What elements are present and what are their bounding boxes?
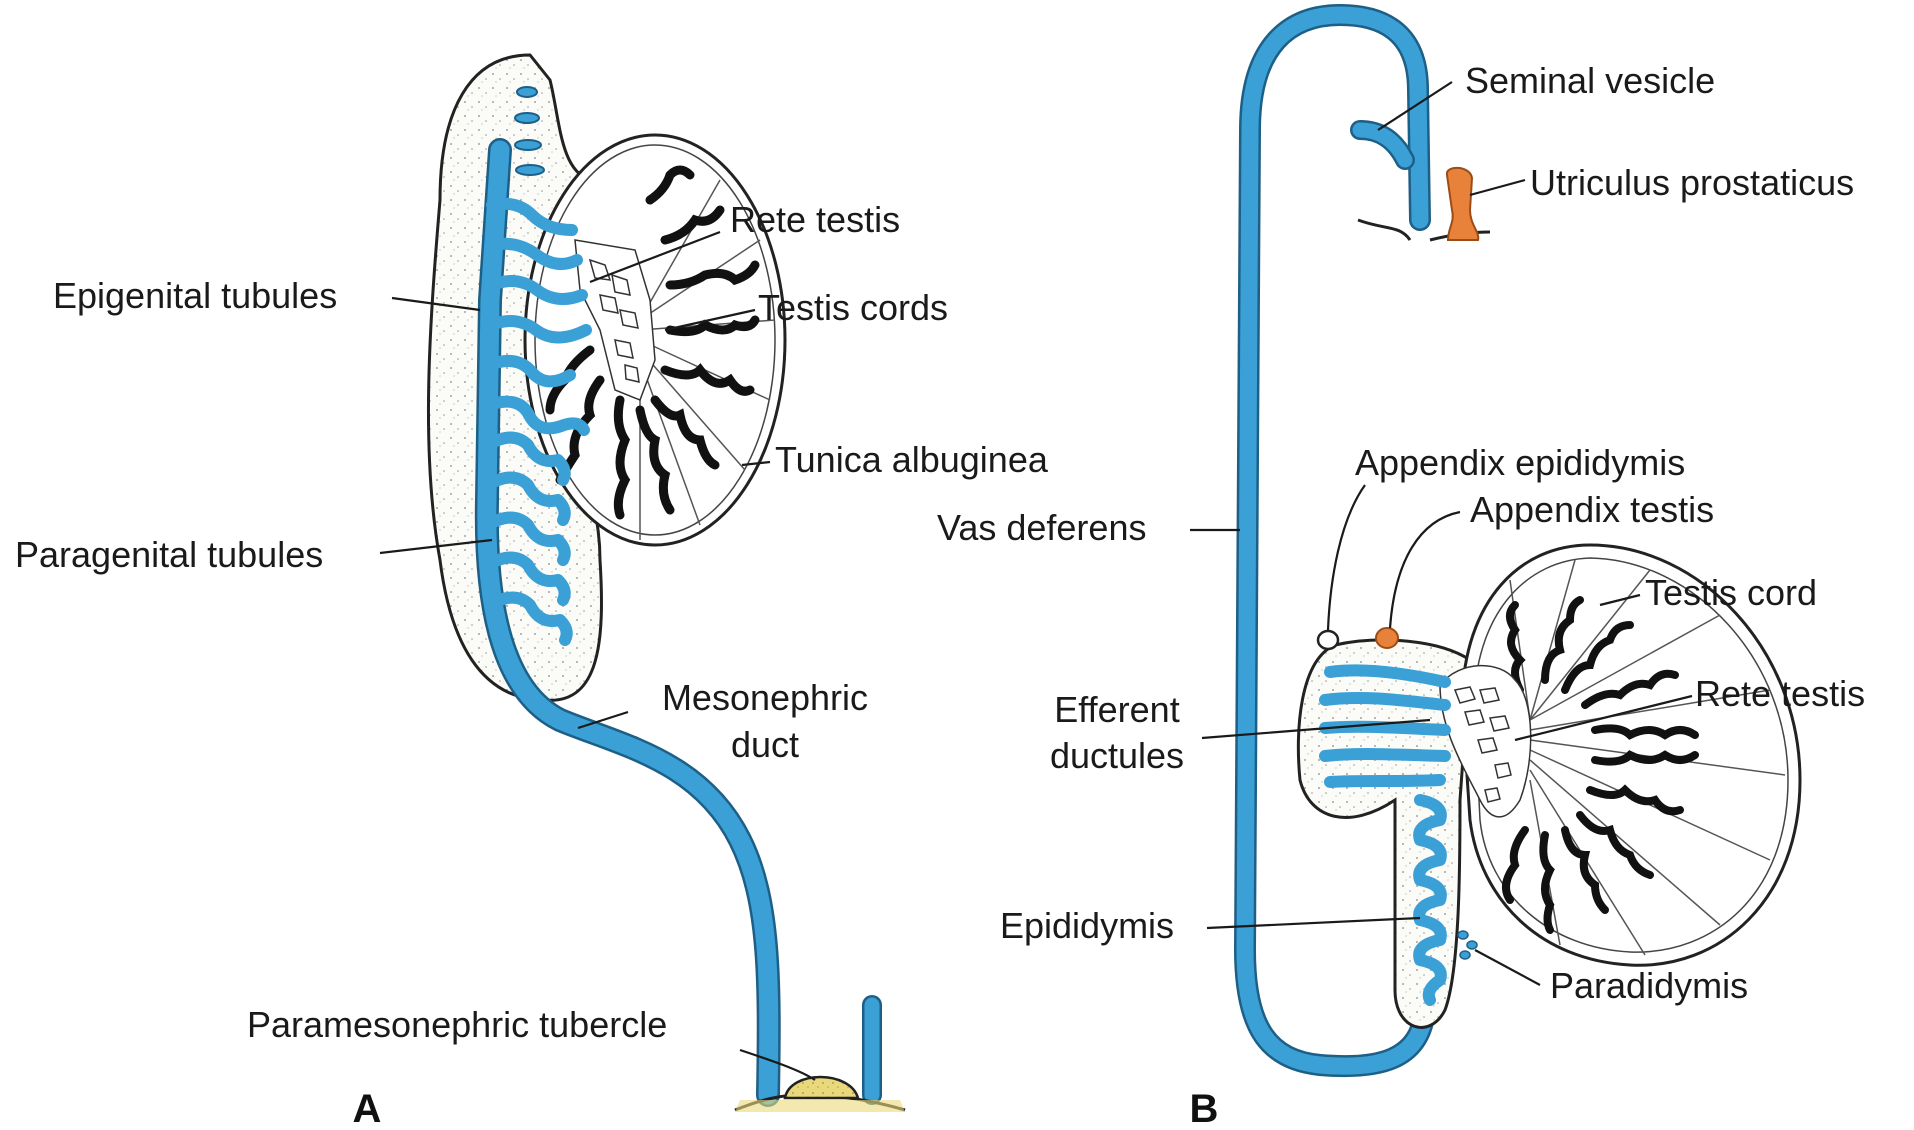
label-appendix-testis: Appendix testis: [1470, 489, 1714, 530]
panel-label-b: B: [1190, 1087, 1219, 1130]
label-efferent-ductules-line2: ductules: [1050, 735, 1184, 776]
appendix-testis: [1376, 628, 1398, 648]
label-paragenital-tubules: Paragenital tubules: [15, 534, 323, 575]
label-paramesonephric-tubercle: Paramesonephric tubercle: [247, 1004, 667, 1045]
utriculus-prostaticus: [1447, 168, 1478, 240]
label-epigenital-tubules: Epigenital tubules: [53, 275, 337, 316]
label-appendix-epididymis: Appendix epididymis: [1355, 442, 1685, 483]
label-seminal-vesicle: Seminal vesicle: [1465, 60, 1715, 101]
label-rete-testis-a: Rete testis: [730, 199, 900, 240]
label-paradidymis: Paradidymis: [1550, 965, 1748, 1006]
label-vas-deferens: Vas deferens: [937, 507, 1146, 548]
paradidymis: [1458, 931, 1477, 959]
appendix-epididymis: [1318, 631, 1338, 649]
label-testis-cords: Testis cords: [758, 287, 948, 328]
label-efferent-ductules-line1: Efferent: [1054, 689, 1179, 730]
label-utriculus-prostaticus: Utriculus prostaticus: [1530, 162, 1854, 203]
panel-label-a: A: [353, 1087, 382, 1130]
label-mesonephric-duct-line2: duct: [731, 724, 799, 765]
label-epididymis: Epididymis: [1000, 905, 1174, 946]
panel-a: Rete testis Epigenital tubules Testis co…: [15, 55, 1049, 1130]
label-rete-testis-b: Rete testis: [1695, 673, 1865, 714]
label-tunica-albuginea: Tunica albuginea: [775, 439, 1049, 480]
label-testis-cord: Testis cord: [1645, 572, 1817, 613]
panel-b: Seminal vesicle Utriculus prostaticus Ap…: [937, 15, 1865, 1130]
label-mesonephric-duct-line1: Mesonephric: [662, 677, 868, 718]
